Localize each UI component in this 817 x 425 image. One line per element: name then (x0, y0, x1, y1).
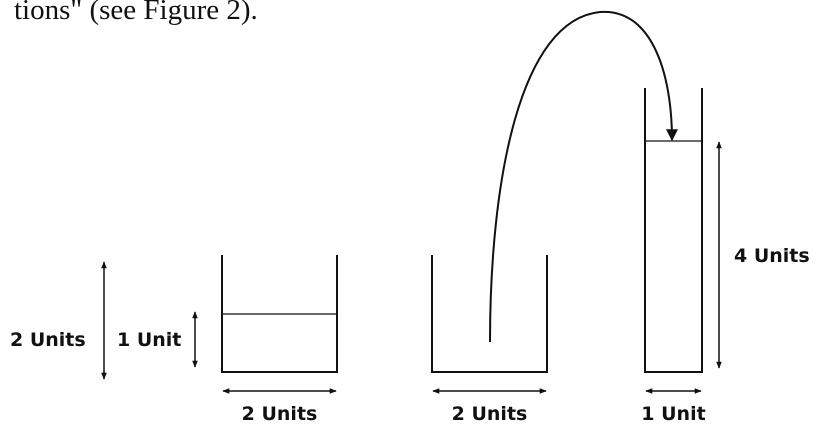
right-tall-container (644, 88, 703, 373)
caption-text: tions" (see Figure 2). (14, 0, 258, 26)
transfer-arrow (489, 10, 678, 343)
outer-height-label: 2 Units (10, 329, 86, 351)
left-width-label: 2 Units (242, 403, 318, 425)
inner-height-label: 1 Unit (117, 329, 181, 351)
middle-width-label: 2 Units (452, 403, 528, 425)
middle-container (431, 255, 548, 373)
tall-height-label: 4 Units (734, 245, 810, 267)
left-container (221, 255, 338, 373)
right-width-label: 1 Unit (641, 403, 705, 425)
